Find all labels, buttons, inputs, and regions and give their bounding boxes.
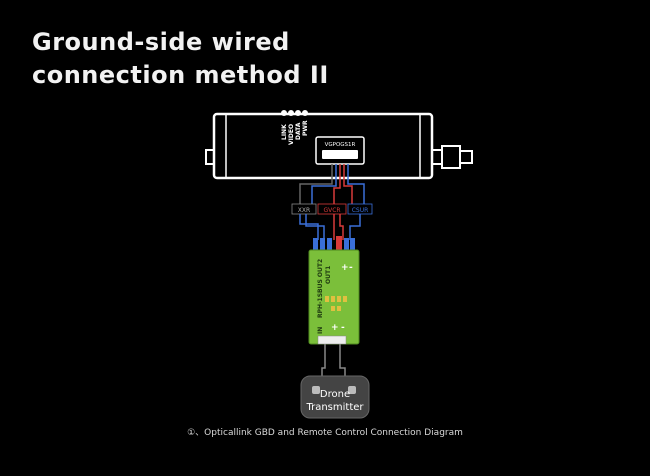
ground-device: LINK VIDEO DATA PWR VGPOGS1R	[205, 110, 473, 180]
board-plus-2: +	[331, 323, 339, 333]
board-label-out1: OUT1	[325, 266, 332, 284]
transmitter-label-line1: Drone	[320, 389, 350, 400]
indicator-leds	[281, 110, 308, 116]
title-line-1: Ground-side wired	[32, 28, 290, 56]
title-line-2: connection method II	[32, 61, 329, 89]
board-label-in: IN	[317, 327, 324, 334]
wire-harness: XXR GVCR CSUR	[291, 164, 373, 252]
indicator-link-label: LINK	[281, 124, 288, 140]
sbus-board: RPH-1SBUS OUT2 OUT1 IN + - + -	[308, 249, 360, 345]
board-plus-1: +	[341, 263, 349, 273]
transmitter-label-line2: Transmitter	[305, 402, 364, 413]
connector-label-3: CSUR	[352, 207, 369, 214]
diagram-caption: ①、Opticallink GBD and Remote Control Con…	[187, 428, 463, 438]
drone-transmitter: Drone Transmitter	[300, 375, 370, 419]
port-label: VGPOGS1R	[325, 142, 356, 148]
diagram-title: Ground-side wired connection method II	[32, 26, 329, 92]
connector-label-1: XXR	[298, 207, 310, 214]
indicator-data-label: DATA	[295, 122, 302, 140]
board-minus-2: -	[341, 323, 345, 333]
connector-label-2: GVCR	[323, 207, 340, 214]
board-minus-1: -	[349, 263, 353, 273]
indicator-pwr-label: PWR	[302, 120, 309, 136]
board-label-out2: RPH-1SBUS OUT2	[317, 259, 324, 318]
indicator-video-label: VIDEO	[288, 124, 295, 145]
